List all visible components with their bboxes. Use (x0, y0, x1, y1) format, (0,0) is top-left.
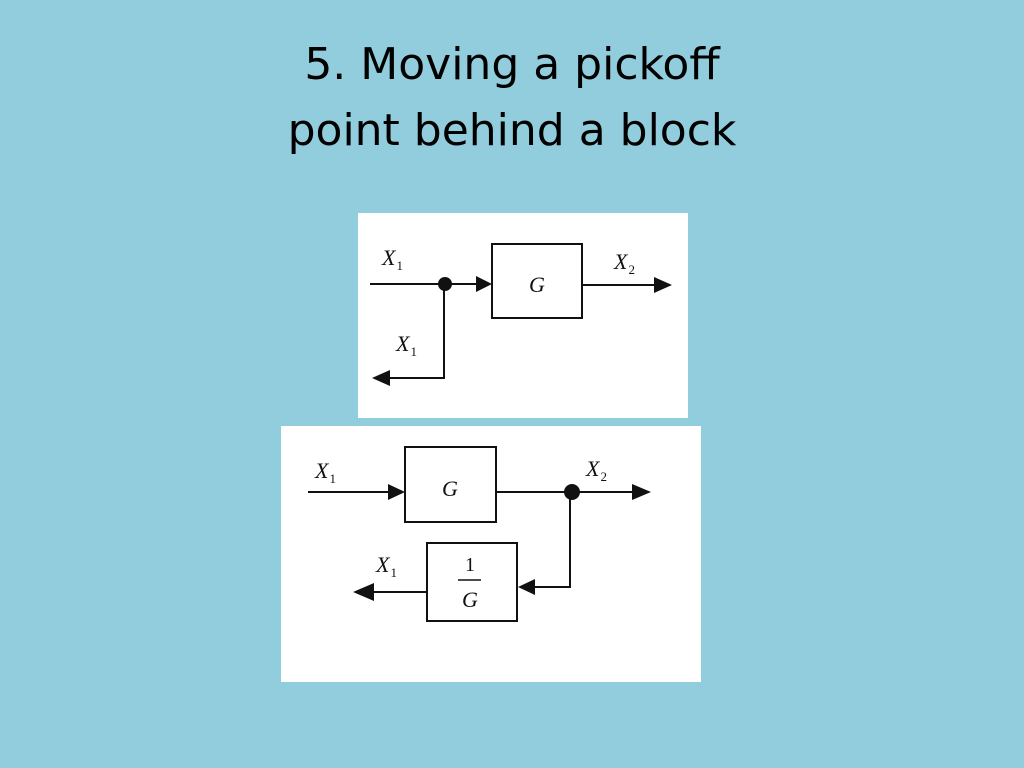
input-label: X1 (314, 458, 336, 486)
block-inverse-g (426, 542, 518, 622)
feedback-arrowhead (518, 579, 535, 595)
branch-label: X1 (375, 552, 397, 580)
diagram-after: G 1 G X1 X2 X1 (308, 446, 651, 622)
block-g (491, 243, 583, 319)
branch-arrowhead (353, 583, 374, 601)
branch-label: X1 (395, 331, 417, 359)
output-arrowhead (654, 277, 672, 293)
output-arrowhead (632, 484, 651, 500)
input-label: X1 (381, 245, 403, 273)
diagram-before-panel: G X1 X2 X1 (358, 213, 688, 418)
slide-title-line-1: 5. Moving a pickoff (304, 39, 720, 90)
diagram-after-panel: G 1 G X1 X2 X1 (281, 426, 701, 682)
diagram-before: G X1 X2 X1 (370, 243, 672, 386)
output-label: X2 (613, 249, 635, 277)
block-inverse-g-numerator: 1 (465, 554, 475, 576)
input-arrowhead (388, 484, 405, 500)
block-inverse-g-denominator: G (462, 587, 478, 612)
slide-title-line-2: point behind a block (287, 105, 737, 156)
block-g-label: G (529, 272, 545, 297)
block-g-label: G (442, 476, 458, 501)
output-label: X2 (585, 456, 607, 484)
branch-arrowhead (372, 370, 390, 386)
block-g (404, 446, 497, 523)
slide-title: 5. Moving a pickoff point behind a block (0, 32, 1024, 164)
pickoff-point (564, 484, 580, 500)
input-arrowhead (476, 276, 492, 292)
